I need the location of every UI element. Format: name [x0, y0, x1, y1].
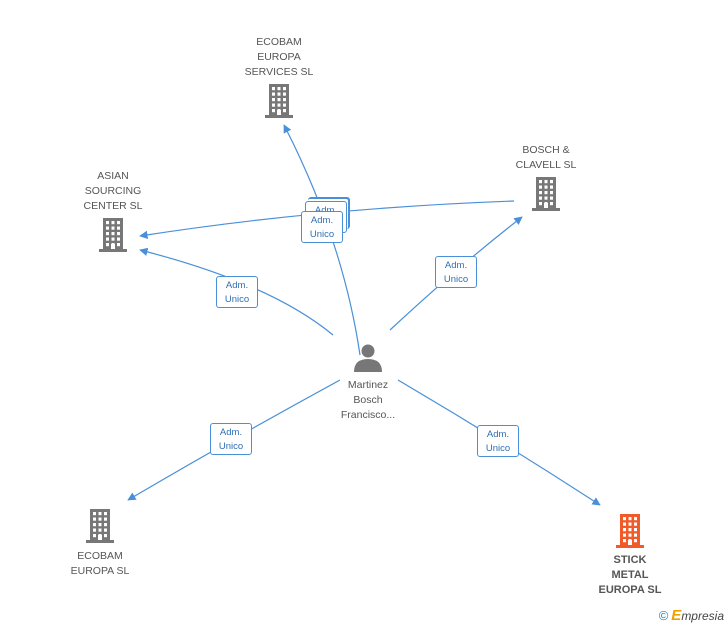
copyright-icon: ©	[658, 608, 669, 623]
edge-label-e2[interactable]: Adm. Unico	[301, 211, 343, 243]
node-label-bosch-clavell[interactable]: BOSCH & CLAVELL SL	[515, 144, 577, 171]
building-icon[interactable]	[265, 84, 293, 118]
person-icon[interactable]	[354, 344, 382, 373]
edges-layer	[127, 124, 601, 506]
node-label-ecobam-europa-services[interactable]: ECOBAM EUROPA SERVICES SL	[244, 36, 314, 78]
brand-logo-text: mpresia	[681, 609, 724, 623]
building-icon[interactable]	[86, 509, 114, 543]
building-icon[interactable]	[99, 218, 127, 252]
nodes-layer	[86, 84, 644, 548]
edge-label-e3[interactable]: Adm. Unico	[216, 276, 258, 308]
node-label-stick-metal[interactable]: STICK METAL EUROPA SL	[598, 554, 662, 596]
node-label-asian-sourcing[interactable]: ASIAN SOURCING CENTER SL	[83, 170, 143, 212]
edge-label-e6[interactable]: Adm. Unico	[477, 425, 519, 457]
brand-logo-initial: E	[671, 607, 682, 624]
copyright: ©Empresia	[659, 607, 724, 624]
building-icon[interactable]	[616, 514, 644, 548]
node-label-ecobam-europa[interactable]: ECOBAM EUROPA SL	[70, 550, 130, 577]
edge-label-e4[interactable]: Adm. Unico	[435, 256, 477, 288]
node-label-martinez-bosch[interactable]: Martinez Bosch Francisco...	[340, 379, 396, 421]
edge-label-e5[interactable]: Adm. Unico	[210, 423, 252, 455]
building-icon[interactable]	[532, 177, 560, 211]
